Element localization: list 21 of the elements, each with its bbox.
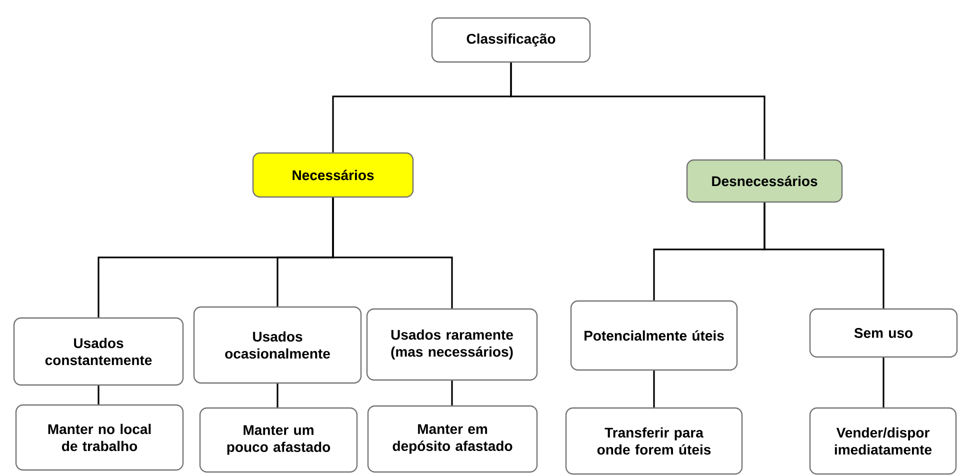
action-box: Manter em depósito afastado — [367, 405, 538, 473]
class-box: Potencialmente úteis — [570, 300, 738, 371]
connector — [276, 384, 278, 408]
category-box: Necessários — [252, 152, 414, 198]
connector — [653, 370, 655, 408]
category-box: Desnecessários — [686, 159, 843, 203]
action-box: Manter um pouco afastado — [199, 407, 358, 473]
action-box: Transferir para onde forem úteis — [565, 407, 743, 475]
connector — [510, 62, 766, 160]
connector — [882, 358, 884, 408]
action-box: Manter no local de trabalho — [15, 404, 184, 471]
class-box: Sem uso — [809, 308, 958, 358]
class-box: Usados constantemente — [13, 317, 184, 386]
connector — [451, 380, 453, 406]
action-box: Vender/dispor imediatamente — [809, 407, 957, 475]
class-box: Usados ocasionalmente — [193, 306, 362, 384]
category-box: Classificação — [431, 17, 591, 63]
connector — [764, 202, 884, 308]
connector — [332, 198, 453, 308]
connector — [98, 386, 100, 404]
class-box: Usados raramente (mas necessários) — [366, 308, 538, 381]
